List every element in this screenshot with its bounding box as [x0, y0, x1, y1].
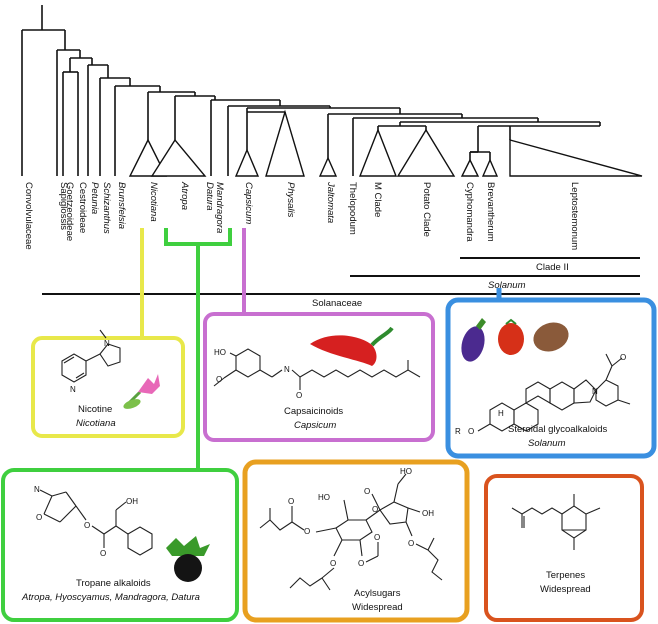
taxon-label: M Clade: [372, 182, 383, 217]
box-glycoalkaloids: O N H O R Steroidal glycoalkaloids Solan…: [445, 297, 657, 459]
terpene-structure: [511, 494, 601, 550]
taxon-label: Convolvulaceae: [23, 182, 34, 250]
taxon-label: Cyphomandra: [464, 182, 475, 242]
chili-pepper-icon: [310, 326, 394, 366]
atom-label: O: [358, 559, 364, 568]
atom-label: O: [84, 521, 90, 530]
box-terpenes: Terpenes Widespread: [484, 474, 644, 622]
taxon-label: Jaltomata: [325, 181, 336, 223]
atom-label: HO: [318, 493, 330, 502]
box-capsaicinoids: HO O N O Capsaicinoids Capsicum: [203, 312, 435, 442]
atom-label: O: [288, 497, 294, 506]
atom-label: H: [498, 409, 504, 418]
taxon-label: Leptostemonum: [569, 182, 580, 250]
taxon-label: Mandragora: [214, 182, 225, 233]
acylsugars-genus: Widespread: [352, 602, 403, 613]
belladonna-berry-icon: [166, 536, 210, 582]
nicotine-structure: N N: [61, 329, 121, 394]
solanum-label: Solanum: [488, 280, 526, 291]
glycoalkaloids-title: Steroidal glycoalkaloids: [508, 424, 608, 435]
atom-label: O: [364, 487, 370, 496]
clade-triangles: [128, 109, 643, 177]
taxon-label: Sapiglossis: [58, 182, 69, 230]
nicotine-genus: Nicotiana: [76, 418, 116, 429]
taxon-label: Brevantherum: [485, 182, 496, 242]
atom-label: O: [100, 549, 106, 558]
atom-label: O: [620, 353, 626, 362]
terpenes-title: Terpenes: [546, 570, 585, 581]
taxon-label: Goetzeoideae: [64, 182, 75, 241]
atom-label: O: [372, 505, 378, 514]
eggplant-icon: [461, 318, 486, 362]
atom-label: O: [216, 375, 222, 384]
atom-label: O: [304, 527, 310, 536]
taxon-label: Cestroideae: [77, 182, 88, 233]
atom-label: OH: [126, 497, 138, 506]
taxon-labels: Convolvulaceae Sapiglossis Goetzeoideae …: [23, 181, 580, 250]
taxon-label: Capsicum: [243, 182, 254, 224]
taxon-label: Potato Clade: [421, 182, 432, 237]
acylsugars-title: Acylsugars: [354, 588, 401, 599]
capsaicinoids-title: Capsaicinoids: [284, 406, 343, 417]
taxon-label: Datura: [204, 182, 215, 211]
atom-label: O: [296, 391, 302, 400]
atom-label: HO: [214, 348, 226, 357]
atom-label: R: [455, 427, 461, 436]
capsaicin-structure: HO O N O: [213, 348, 421, 400]
tropane-structure: N O O O OH: [34, 485, 153, 558]
atom-label: N: [34, 485, 40, 494]
taxon-label: Brunsfelsia: [116, 182, 127, 229]
box-tropane: N O O O OH Tropane alkaloids Atropa, Hyo…: [1, 468, 239, 622]
taxon-label: Thelopodum: [347, 182, 358, 235]
nicotine-title: Nicotine: [78, 404, 112, 415]
taxon-label: Atropa: [179, 181, 190, 210]
box-acylsugars: O HO O O O O O HO OH O: [242, 459, 470, 623]
tropane-genus: Atropa, Hyoscyamus, Mandragora, Datura: [21, 592, 200, 603]
capsaicinoids-genus: Capsicum: [294, 420, 336, 431]
atom-label: OH: [422, 509, 434, 518]
tomato-icon: [498, 318, 524, 355]
atom-label: O: [408, 539, 414, 548]
atom-label: N: [284, 365, 290, 374]
clade-ii-label: Clade II: [536, 262, 569, 273]
potato-icon: [533, 322, 569, 352]
atom-label: O: [330, 559, 336, 568]
box-nicotine: N N Nicotine Nicotiana: [31, 329, 185, 438]
acylsugar-structure: O HO O O O O O HO OH O: [259, 467, 443, 591]
connector-lines: [140, 228, 502, 470]
atom-label: N: [592, 387, 598, 396]
atom-label: N: [70, 385, 76, 394]
solanaceae-label: Solanaceae: [312, 298, 362, 309]
taxon-label: Schizanthus: [101, 182, 112, 234]
atom-label: O: [36, 513, 42, 522]
atom-label: O: [374, 533, 380, 542]
steroid-structure: O N H O R: [455, 353, 631, 436]
taxon-label: Petunia: [89, 182, 100, 214]
atom-label: O: [468, 427, 474, 436]
glycoalkaloids-genus: Solanum: [528, 438, 566, 449]
terpenes-genus: Widespread: [540, 584, 591, 595]
atom-label: N: [104, 339, 110, 348]
taxon-label: Nicotiana: [148, 182, 159, 222]
tropane-title: Tropane alkaloids: [76, 578, 151, 589]
atom-label: HO: [400, 467, 412, 476]
taxon-label: Physalis: [285, 182, 296, 218]
tobacco-flower-icon: [123, 374, 160, 409]
